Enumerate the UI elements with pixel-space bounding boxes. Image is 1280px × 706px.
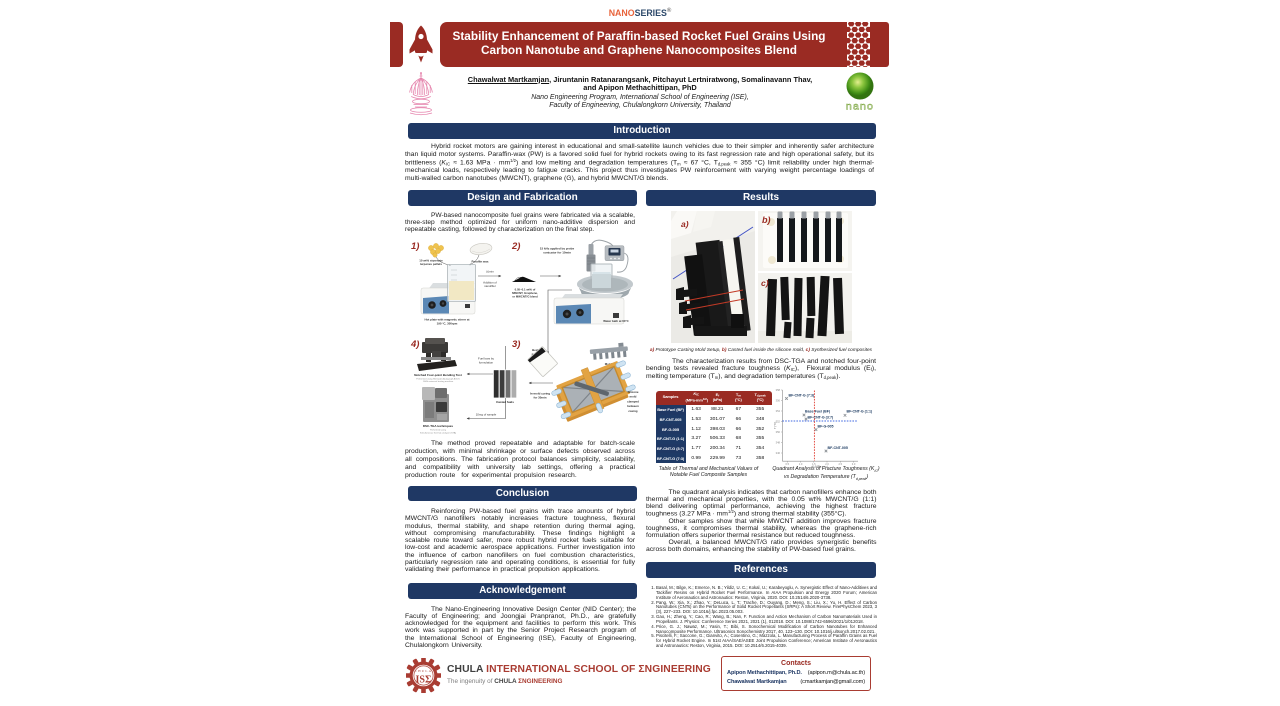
svg-text:T (°C): T (°C) [773, 422, 777, 429]
svg-text:DSC-TGA techniques: DSC-TGA techniques [423, 424, 454, 428]
svg-text:190 °C, 300rpm: 190 °C, 300rpm [437, 321, 458, 325]
svg-text:Casted fuels: Casted fuels [496, 400, 514, 404]
svg-text:or MWCNT/G blend: or MWCNT/G blend [512, 295, 538, 299]
svg-text:BF-CNT-G (1:1): BF-CNT-G (1:1) [847, 409, 874, 413]
svg-text:2.0: 2.0 [825, 462, 829, 466]
svg-text:Paraffin wax: Paraffin wax [471, 260, 488, 264]
svg-text:Performed using: Performed using [430, 429, 447, 432]
svg-text:356: 356 [776, 399, 781, 403]
svg-text:2): 2) [511, 241, 520, 252]
svg-text:between: between [627, 404, 639, 408]
svg-text:ISΣ: ISΣ [416, 675, 432, 686]
svg-text:10kN universal testing machine: 10kN universal testing machine [423, 380, 454, 383]
svg-text:3): 3) [512, 339, 520, 350]
svg-text:358: 358 [776, 388, 781, 392]
svg-text:nano: nano [846, 101, 874, 113]
svg-text:a): a) [681, 219, 689, 229]
svg-text:Water bath at 60°C: Water bath at 60°C [603, 319, 629, 323]
svg-text:350: 350 [776, 430, 781, 434]
svg-text:b): b) [762, 215, 771, 225]
svg-text:c): c) [761, 278, 769, 288]
svg-text:0.5: 0.5 [785, 462, 789, 466]
svg-text:0.05–0.1 wt% of: 0.05–0.1 wt% of [515, 288, 536, 292]
svg-text:15 kHz applied by probe: 15 kHz applied by probe [540, 247, 575, 251]
svg-text:1.0: 1.0 [799, 462, 803, 466]
svg-text:(t)min: (t)min [486, 270, 494, 274]
svg-text:3.0: 3.0 [852, 462, 856, 466]
svg-text:formulation: formulation [479, 360, 494, 364]
svg-text:Simultaneous thermal analyzer: Simultaneous thermal analyzer (STA) [420, 431, 456, 434]
svg-text:sonicator for 10min: sonicator for 10min [543, 250, 571, 254]
svg-text:346: 346 [776, 451, 781, 455]
svg-text:2.5: 2.5 [838, 462, 842, 466]
svg-text:1.5: 1.5 [812, 462, 816, 466]
svg-text:354: 354 [776, 409, 781, 413]
svg-text:Performed using Shimadzu Autog: Performed using Shimadzu Autograph AG-IS [416, 377, 460, 380]
svg-text:casing: casing [628, 409, 637, 413]
svg-text:K (MPa·mm): K (MPa·mm) [812, 465, 828, 469]
svg-text:4): 4) [410, 339, 419, 350]
svg-text:CHULA: CHULA [415, 669, 433, 673]
svg-text:352: 352 [776, 420, 781, 424]
svg-text:Fuel bars by: Fuel bars by [478, 357, 494, 361]
svg-text:Notched Four-point Bending Tes: Notched Four-point Bending Test [414, 373, 461, 377]
svg-text:10 wt% styrenate: 10 wt% styrenate [419, 259, 443, 263]
svg-text:1): 1) [411, 241, 419, 252]
svg-text:BF-CNT-G (3:7): BF-CNT-G (3:7) [808, 415, 835, 419]
svg-text:348: 348 [776, 441, 781, 445]
svg-text:10mg of sample: 10mg of sample [476, 413, 497, 417]
svg-text:BF-CNT-005: BF-CNT-005 [828, 446, 848, 450]
svg-text:Hot plate with magnetic stirre: Hot plate with magnetic stirrer at [425, 318, 470, 322]
svg-text:for 30min: for 30min [533, 396, 546, 400]
svg-text:Base Fuel (BF): Base Fuel (BF) [805, 409, 831, 413]
svg-text:mold: mold [630, 395, 637, 399]
svg-text:BF-CNT-G (7:3): BF-CNT-G (7:3) [789, 393, 816, 397]
svg-text:Beaker: Beaker [532, 348, 543, 352]
svg-text:terpenes pellets: terpenes pellets [420, 262, 442, 266]
svg-text:MWCNT, Graphene,: MWCNT, Graphene, [512, 291, 538, 295]
svg-text:nanofiller: nanofiller [484, 284, 496, 288]
svg-text:In-mold curing: In-mold curing [530, 392, 550, 396]
svg-text:clamped: clamped [627, 399, 639, 403]
svg-text:Silicone: Silicone [627, 390, 638, 394]
svg-text:BF-G-005: BF-G-005 [818, 424, 834, 428]
svg-text:Addition of: Addition of [483, 281, 497, 285]
